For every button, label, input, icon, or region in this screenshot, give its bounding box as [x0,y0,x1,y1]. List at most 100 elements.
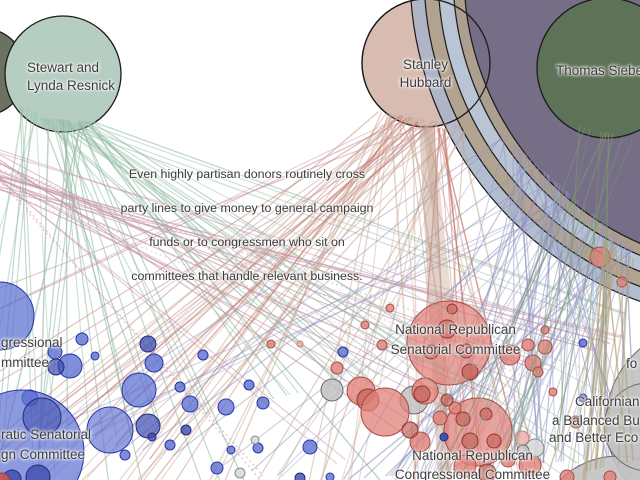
committee-node[interactable] [22,397,62,437]
committee-node[interactable] [0,472,11,480]
edge-line [86,123,633,409]
committee-node[interactable] [409,431,431,453]
edge-line [0,115,403,372]
edge-line [413,127,441,480]
edge-line [0,117,399,309]
edge-line [570,241,607,475]
committee-node[interactable] [180,424,192,436]
donor-node-siebel[interactable] [536,0,640,139]
committee-node[interactable] [121,372,157,408]
committee-node[interactable] [548,387,558,397]
edge-line [594,245,614,470]
committee-node[interactable] [320,378,344,402]
committee-node[interactable] [559,469,575,480]
edge-line [126,112,387,480]
edge-line [142,165,528,451]
committee-node[interactable] [401,421,419,439]
committee-node[interactable] [477,463,497,480]
committee-node[interactable] [325,472,335,480]
committee-label-nrsc: National Republican Senatorial Committee [390,322,521,357]
committee-node[interactable] [603,470,617,480]
committee-node[interactable] [432,410,448,426]
edge-line [78,120,288,397]
committee-node[interactable] [135,413,161,439]
edge-line [501,133,542,464]
committee-node[interactable] [455,411,471,427]
committee-node[interactable] [144,353,164,373]
committee-label-californians-fragment-2: a Balanced Bu [552,413,640,428]
committee-node[interactable] [458,343,474,359]
edge-line [0,188,469,407]
committee-node[interactable] [448,401,462,415]
edge-line [257,125,468,480]
edge-line [437,132,606,479]
committee-node[interactable] [75,332,89,346]
committee-node[interactable] [226,445,236,455]
committee-node[interactable] [461,363,479,381]
committee-node[interactable] [337,346,349,358]
edge-line [519,149,545,464]
edge-line [543,170,557,463]
donor-label-resnick: Stewart and Lynda Resnick [27,60,116,93]
committee-node[interactable] [164,439,176,451]
donor-node-resnick[interactable] [4,15,122,133]
committee-node[interactable] [499,344,521,366]
committee-node[interactable] [461,432,479,450]
edge-line [61,119,565,477]
edge-line [68,121,419,426]
edge-line [115,117,408,446]
committee-node[interactable] [296,340,304,348]
committee-node[interactable] [439,432,449,442]
committee-node[interactable] [139,335,157,353]
committee-node[interactable] [147,432,157,442]
edge-line [85,185,546,440]
edge-line [45,121,419,417]
committee-node[interactable] [90,351,100,361]
edge-line [0,154,467,408]
committee-node[interactable] [174,381,186,393]
edge-line [126,138,502,448]
committee-node[interactable] [302,439,318,455]
committee-node[interactable] [330,361,344,375]
committee-node[interactable] [250,435,260,445]
committee-node[interactable] [360,387,410,437]
committee-node[interactable] [0,281,35,351]
committee-node[interactable] [47,358,65,376]
edge-line [43,117,596,322]
committee-node[interactable] [413,385,431,403]
committee-node[interactable] [197,349,209,361]
committee-node[interactable] [181,395,199,413]
edge-line [515,175,550,466]
edge-line [512,128,591,461]
edge-line [88,121,339,384]
committee-node[interactable] [360,320,370,330]
committee-node[interactable] [119,449,131,461]
edge-line [560,206,586,462]
committee-node[interactable] [578,338,588,348]
committee-node[interactable] [25,464,51,480]
edge-line [321,113,391,480]
committee-node[interactable] [294,472,306,480]
committee-node[interactable] [446,303,458,315]
committee-node[interactable] [266,339,276,349]
committee-node[interactable] [210,461,224,475]
committee-node[interactable] [486,433,502,449]
committee-node[interactable] [86,406,134,454]
edge-line [23,114,396,480]
committee-label-californians-fragment-3: and Better Eco [549,430,639,445]
committee-node[interactable] [440,393,454,407]
committee-node[interactable] [252,442,264,454]
committee-node[interactable] [217,398,235,416]
committee-node[interactable] [437,319,457,339]
committee-label-senatorial-fragment: ratic Senatorial gn Committee [1,427,92,462]
committee-node[interactable] [376,339,388,351]
committee-node[interactable] [256,396,270,410]
committee-node[interactable] [234,467,246,479]
edge-line [119,116,412,480]
committee-node[interactable] [385,303,395,313]
edge-line [73,121,578,464]
committee-node[interactable] [500,452,516,468]
committee-node[interactable] [521,338,535,352]
committee-node[interactable] [243,379,255,391]
